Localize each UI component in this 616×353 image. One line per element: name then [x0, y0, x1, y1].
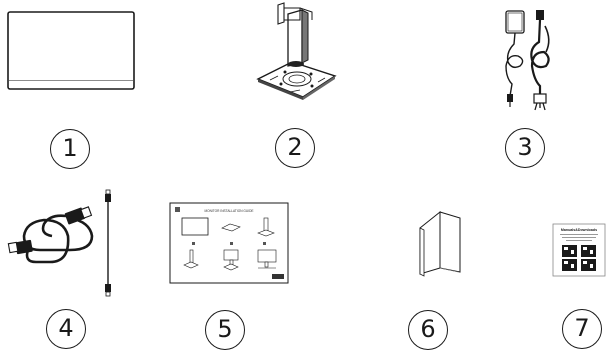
item-number-1: 1: [50, 129, 90, 169]
item-number-2: 2: [275, 128, 315, 168]
card-title: Manuals&Downloads: [561, 228, 597, 232]
item-number-6: 6: [408, 310, 448, 350]
guide-title: MONITOR INSTALLATION GUIDE: [204, 209, 253, 213]
item-number-3: 3: [505, 128, 545, 168]
item-number-4: 4: [46, 309, 86, 349]
item-number-7: 7: [562, 309, 602, 349]
item-number-5: 5: [205, 310, 245, 350]
